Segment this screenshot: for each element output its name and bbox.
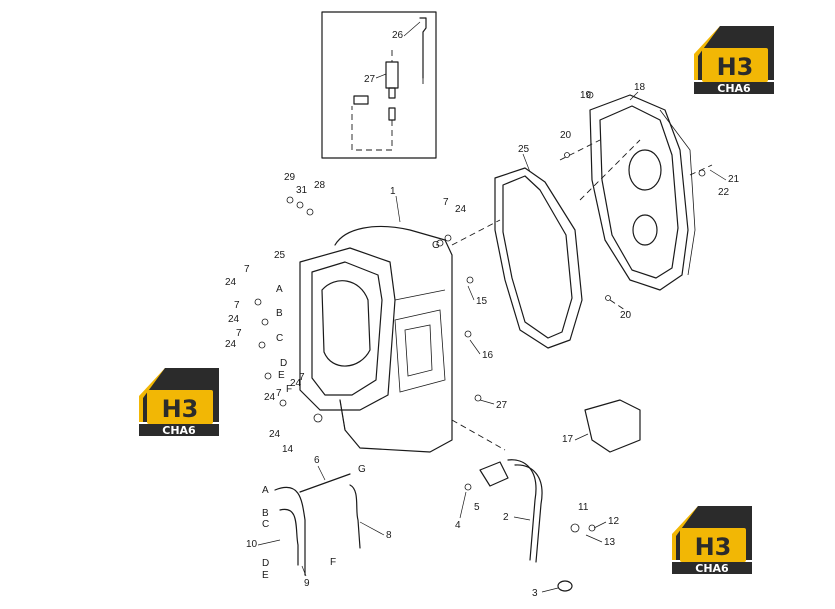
part-label: 9 [304,578,310,589]
part-label: 7 [443,197,449,208]
part-label: 7 [236,328,242,339]
part-label: 16 [482,350,494,361]
part-label: 24 [290,378,302,389]
part-label: 24 [228,314,240,325]
brand-logo: H3 CHA6 [668,498,756,576]
logo-text: CHA6 [695,562,729,575]
letter-label: D [262,558,269,569]
house-logo-icon: H3 CHA6 [139,368,219,437]
part-label: 20 [560,130,572,141]
part-label: 20 [620,310,632,321]
letter-label: B [262,508,269,519]
fasteners [254,91,706,533]
part-label: 13 [604,537,616,548]
logo-mark: H3 [695,533,732,561]
part-label: 21 [728,174,740,185]
part-label: 10 [246,539,258,550]
part-label: 8 [386,530,392,541]
part-label: 7 [244,264,250,275]
part-label: 5 [474,502,480,513]
part-label: 18 [634,82,646,93]
letter-label: D [280,358,287,369]
leader-lines [257,21,727,593]
part-label: 7 [299,372,305,383]
part-label: 24 [455,204,467,215]
connection-letters: A B C D E F G A B C D E F G [262,240,440,581]
letter-label: B [276,308,283,319]
house-logo-icon: H3 CHA6 [672,506,752,575]
logo-mark: H3 [717,53,754,81]
part-label: 3 [532,588,538,599]
part-label: 15 [476,296,488,307]
logo-text: CHA6 [162,424,196,437]
house-logo-icon: H3 CHA6 [694,26,774,95]
logo-mark: H3 [162,395,199,423]
letter-label: G [432,240,440,251]
part-label: 29 [284,172,296,183]
part-label: 24 [225,277,237,288]
letter-label: E [262,570,269,581]
part-label: 11 [578,502,589,513]
letter-label: C [276,333,283,344]
letter-label: A [276,284,283,295]
part-label: 27 [496,400,508,411]
part-label: 4 [455,520,461,531]
letter-label: F [286,384,292,395]
letter-label: C [262,519,269,530]
part-label: 14 [282,444,294,455]
part-label: 31 [296,185,308,196]
letter-label: A [262,485,269,496]
logo-text: CHA6 [717,82,751,95]
oil-pipes [274,459,573,592]
part-label: 27 [364,74,376,85]
detail-inset [321,11,437,159]
letter-label: F [330,557,336,568]
part-label: 7 [234,300,240,311]
part-label: 22 [718,187,730,198]
part-label: 28 [314,180,326,191]
part-label: 25 [274,250,286,261]
brand-logo: H3 CHA6 [690,18,778,96]
part-label: 12 [608,516,620,527]
part-label: 7 [276,388,282,399]
part-label: 17 [562,434,574,445]
letter-label: G [358,464,366,475]
part-labels: 26 27 29 31 28 1 7 24 25 19 18 20 21 22 … [225,30,740,599]
part-label: 24 [225,339,237,350]
main-housing [299,225,453,453]
letter-label: E [278,370,285,381]
part-label: 1 [390,186,396,197]
part-label: 24 [264,392,276,403]
part-label: 19 [580,90,592,101]
brand-logo: H3 CHA6 [135,360,223,438]
gasket [494,167,583,349]
cover-housing [589,94,696,291]
cover-plate [584,399,641,453]
part-label: 2 [503,512,509,523]
part-label: 25 [518,144,530,155]
part-label: 6 [314,455,320,466]
part-label: 26 [392,30,404,41]
part-label: 24 [269,429,281,440]
